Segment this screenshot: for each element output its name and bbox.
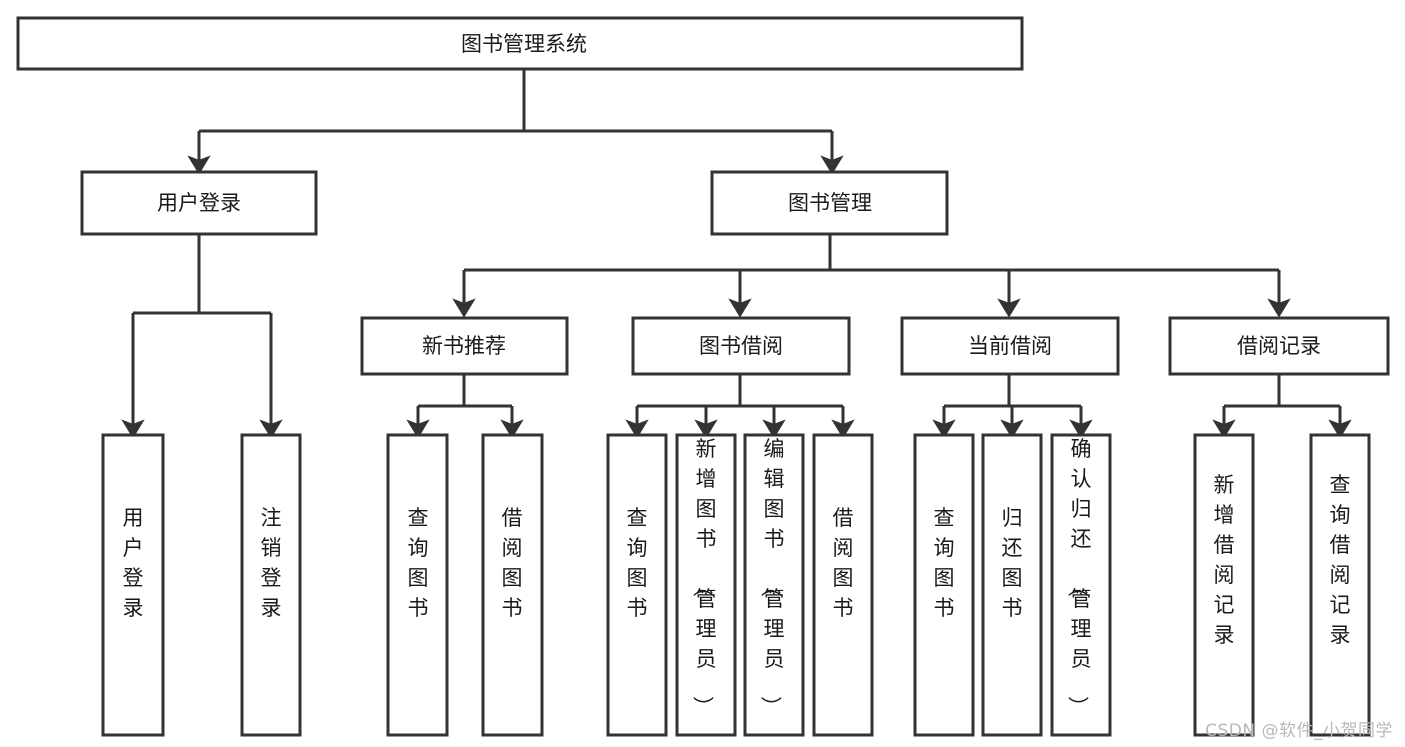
- leaf-logout[interactable]: 注销登录: [240, 433, 302, 737]
- node-current-borrow-box[interactable]: [900, 316, 1120, 376]
- leaf-add-record-label: 新增借阅记录: [1214, 473, 1235, 647]
- node-borrow-record[interactable]: 借阅记录: [1168, 316, 1390, 376]
- node-new-book-recommend-box[interactable]: [360, 316, 569, 376]
- node-borrow-record-box[interactable]: [1168, 316, 1390, 376]
- leaf-confirm-return-box[interactable]: [1050, 433, 1112, 737]
- leaf-borrow-book-2-box[interactable]: [812, 433, 874, 737]
- leaf-borrow-book-2[interactable]: 借阅图书: [812, 433, 874, 737]
- node-root-box[interactable]: [16, 16, 1024, 71]
- leaf-query-book-2-box[interactable]: [606, 433, 668, 737]
- leaf-return-book-box[interactable]: [981, 433, 1043, 737]
- leaf-query-book-3-box[interactable]: [913, 433, 975, 737]
- node-book-management[interactable]: 图书管理: [710, 170, 949, 236]
- node-current-borrow[interactable]: 当前借阅: [900, 316, 1120, 376]
- leaf-add-record-box[interactable]: [1193, 433, 1255, 737]
- leaf-confirm-return[interactable]: 确认归还（管理员）: [1050, 433, 1112, 737]
- node-new-book-recommend[interactable]: 新书推荐: [360, 316, 569, 376]
- node-book-management-label: 图书管理: [788, 191, 872, 215]
- node-book-borrow[interactable]: 图书借阅: [631, 316, 851, 376]
- leaf-add-book-box[interactable]: [675, 433, 737, 737]
- leaf-borrow-book-1-box[interactable]: [481, 433, 544, 737]
- leaf-query-book-1[interactable]: 查询图书: [386, 433, 449, 737]
- leaf-query-book-3-label: 查询图书: [934, 506, 955, 620]
- leaf-add-book-label: 新增图书（管理员）: [691, 437, 717, 717]
- leaf-user-login-label: 用户登录: [123, 506, 144, 620]
- node-current-borrow-label: 当前借阅: [968, 334, 1052, 358]
- leaf-query-book-1-box[interactable]: [386, 433, 449, 737]
- node-user-login-box[interactable]: [80, 170, 318, 236]
- leaf-logout-label: 注销登录: [261, 506, 282, 620]
- leaf-borrow-book-1[interactable]: 借阅图书: [481, 433, 544, 737]
- node-borrow-record-label: 借阅记录: [1237, 334, 1321, 358]
- node-user-login-label: 用户登录: [157, 191, 241, 215]
- leaf-edit-book-label: 编辑图书（管理员）: [759, 437, 785, 717]
- leaf-query-book-2-label: 查询图书: [627, 506, 648, 620]
- leaf-user-login-box[interactable]: [101, 433, 165, 737]
- leaf-query-record-box[interactable]: [1309, 433, 1371, 737]
- node-root[interactable]: 图书管理系统: [16, 16, 1024, 71]
- leaf-edit-book-box[interactable]: [743, 433, 805, 737]
- node-user-login[interactable]: 用户登录: [80, 170, 318, 236]
- leaf-confirm-return-label: 确认归还（管理员）: [1066, 437, 1092, 717]
- leaf-borrow-book-2-label: 借阅图书: [833, 506, 854, 620]
- leaf-logout-box[interactable]: [240, 433, 302, 737]
- leaf-add-record[interactable]: 新增借阅记录: [1193, 433, 1255, 737]
- leaf-add-book[interactable]: 新增图书（管理员）: [675, 433, 737, 737]
- leaf-return-book[interactable]: 归还图书: [981, 433, 1043, 737]
- node-book-management-box[interactable]: [710, 170, 949, 236]
- leaf-query-book-2[interactable]: 查询图书: [606, 433, 668, 737]
- leaf-borrow-book-1-label: 借阅图书: [502, 506, 523, 620]
- node-book-borrow-label: 图书借阅: [699, 334, 783, 358]
- leaf-query-record[interactable]: 查询借阅记录: [1309, 433, 1371, 737]
- node-root-label: 图书管理系统: [461, 32, 587, 56]
- leaf-edit-book[interactable]: 编辑图书（管理员）: [743, 433, 805, 737]
- leaf-query-record-label: 查询借阅记录: [1330, 473, 1351, 647]
- connector-layer: [121, 69, 1352, 439]
- node-book-borrow-box[interactable]: [631, 316, 851, 376]
- node-new-book-recommend-label: 新书推荐: [422, 334, 506, 358]
- csdn-watermark: CSDN @软件_小贺同学: [1205, 721, 1393, 741]
- leaf-query-book-3[interactable]: 查询图书: [913, 433, 975, 737]
- leaf-query-book-1-label: 查询图书: [408, 506, 429, 620]
- leaf-user-login[interactable]: 用户登录: [101, 433, 165, 737]
- leaf-return-book-label: 归还图书: [1002, 506, 1023, 620]
